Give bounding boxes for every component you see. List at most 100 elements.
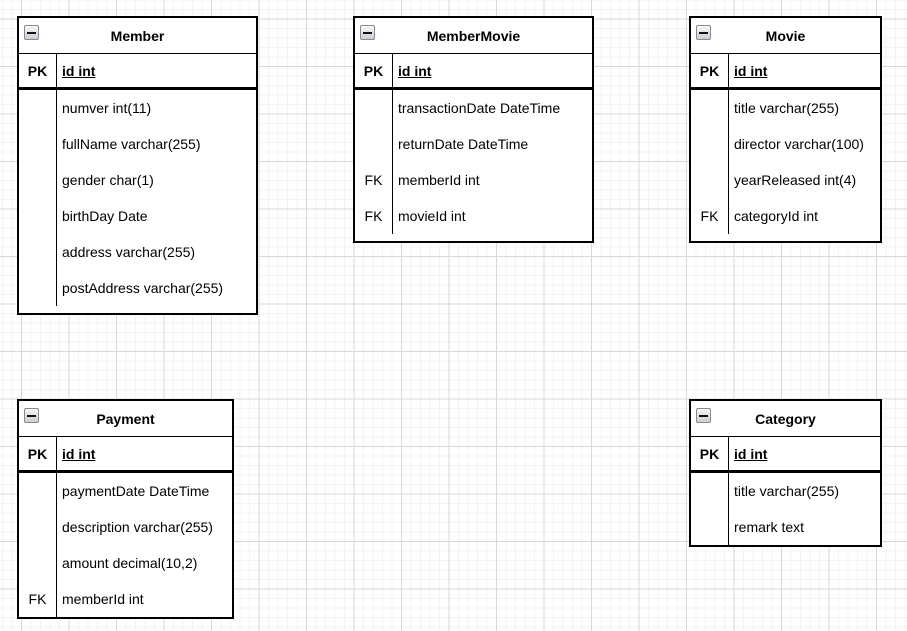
attribute-row[interactable]: title varchar(255) [691, 473, 880, 509]
field-label: remark text [734, 519, 805, 535]
key-cell: FK [19, 581, 57, 617]
field-cell: title varchar(255) [729, 473, 880, 509]
entity-attributes: title varchar(255) director varchar(100) y… [691, 90, 880, 234]
attribute-row[interactable]: numver int(11) [19, 90, 256, 126]
field-cell: id int [57, 54, 256, 87]
entity-attributes: numver int(11) fullName varchar(255) gende… [19, 90, 256, 306]
field-label: numver int(11) [62, 100, 152, 116]
field-cell: id int [57, 437, 232, 470]
attribute-row[interactable]: returnDate DateTime [355, 126, 592, 162]
field-label: birthDay Date [62, 208, 148, 224]
field-cell: id int [729, 54, 880, 87]
field-cell: address varchar(255) [57, 234, 256, 270]
field-cell: id int [729, 437, 880, 470]
entity-title: Payment [96, 410, 155, 427]
entity-title: Member [110, 27, 165, 44]
field-label: id int [62, 62, 96, 79]
key-cell [19, 234, 57, 270]
key-cell: PK [19, 437, 57, 470]
collapse-minus-icon[interactable] [696, 408, 711, 423]
field-label: title varchar(255) [734, 100, 840, 116]
entity-header[interactable]: MemberMovie [355, 18, 592, 54]
field-label: director varchar(100) [734, 136, 864, 152]
field-cell: memberId int [393, 162, 592, 198]
attribute-row[interactable]: gender char(1) [19, 162, 256, 198]
field-label: returnDate DateTime [398, 136, 529, 152]
entity-footer-space [19, 306, 256, 313]
collapse-minus-icon[interactable] [696, 25, 711, 40]
field-label: title varchar(255) [734, 483, 840, 499]
entity-header[interactable]: Category [691, 401, 880, 437]
entity-title: Movie [765, 27, 806, 44]
field-label: fullName varchar(255) [62, 136, 201, 152]
field-cell: categoryId int [729, 198, 880, 234]
attribute-row[interactable]: transactionDate DateTime [355, 90, 592, 126]
field-label: postAddress varchar(255) [62, 280, 224, 296]
entity-footer-space [691, 234, 880, 241]
attribute-row[interactable]: amount decimal(10,2) [19, 545, 232, 581]
field-label: memberId int [398, 172, 480, 188]
attribute-row-primary-key[interactable]: PK id int [355, 54, 592, 90]
attribute-row[interactable]: director varchar(100) [691, 126, 880, 162]
key-cell [691, 126, 729, 162]
collapse-minus-icon[interactable] [24, 25, 39, 40]
field-label: id int [734, 62, 768, 79]
attribute-row[interactable]: address varchar(255) [19, 234, 256, 270]
attribute-row[interactable]: title varchar(255) [691, 90, 880, 126]
field-label: address varchar(255) [62, 244, 196, 260]
field-label: yearReleased int(4) [734, 172, 857, 188]
entity-title: MemberMovie [426, 27, 521, 44]
attribute-row[interactable]: postAddress varchar(255) [19, 270, 256, 306]
key-cell: FK [691, 198, 729, 234]
field-label: id int [398, 62, 432, 79]
entity-header[interactable]: Movie [691, 18, 880, 54]
field-cell: fullName varchar(255) [57, 126, 256, 162]
field-cell: paymentDate DateTime [57, 473, 232, 509]
field-cell: amount decimal(10,2) [57, 545, 232, 581]
key-cell [355, 90, 393, 126]
key-cell [19, 90, 57, 126]
field-label: amount decimal(10,2) [62, 555, 198, 571]
field-label: paymentDate DateTime [62, 483, 210, 499]
key-cell [691, 509, 729, 545]
attribute-row[interactable]: FK memberId int [19, 581, 232, 617]
field-cell: director varchar(100) [729, 126, 880, 162]
attribute-row[interactable]: FK movieId int [355, 198, 592, 234]
field-cell: remark text [729, 509, 880, 545]
key-cell [19, 126, 57, 162]
attribute-row[interactable]: yearReleased int(4) [691, 162, 880, 198]
field-label: memberId int [62, 591, 144, 607]
key-cell [19, 509, 57, 545]
collapse-minus-icon[interactable] [360, 25, 375, 40]
attribute-row[interactable]: fullName varchar(255) [19, 126, 256, 162]
entity-title: Category [755, 410, 816, 427]
entity-attributes: paymentDate DateTime description varchar(… [19, 473, 232, 617]
entity-header[interactable]: Member [19, 18, 256, 54]
key-cell: FK [355, 198, 393, 234]
attribute-row[interactable]: description varchar(255) [19, 509, 232, 545]
attribute-row[interactable]: birthDay Date [19, 198, 256, 234]
key-cell: PK [355, 54, 393, 87]
field-label: gender char(1) [62, 172, 154, 188]
key-cell [691, 473, 729, 509]
collapse-minus-icon[interactable] [24, 408, 39, 423]
field-cell: numver int(11) [57, 90, 256, 126]
key-cell [691, 162, 729, 198]
attribute-row[interactable]: paymentDate DateTime [19, 473, 232, 509]
entity-header[interactable]: Payment [19, 401, 232, 437]
field-label: movieId int [398, 208, 466, 224]
attribute-row[interactable]: remark text [691, 509, 880, 545]
field-label: transactionDate DateTime [398, 100, 561, 116]
